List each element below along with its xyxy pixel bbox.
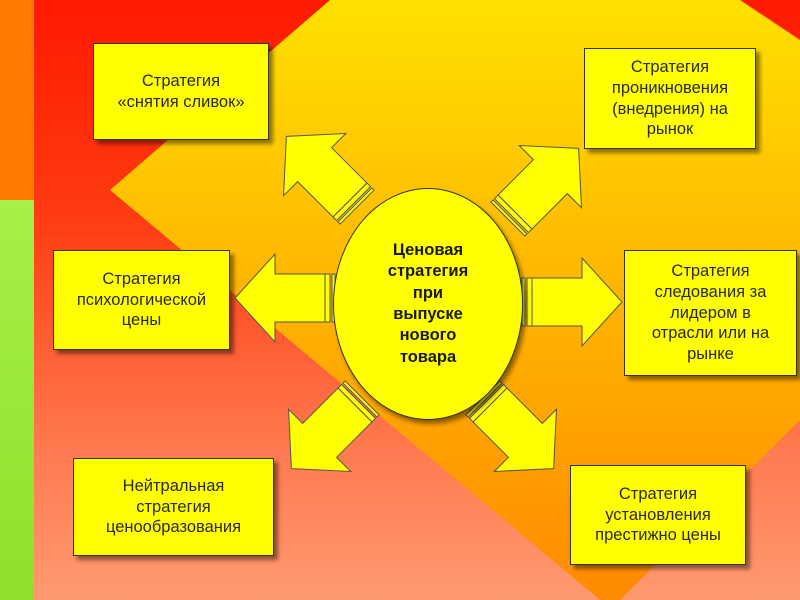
box-line: отрасли или на [651, 324, 770, 343]
box-line: Стратегия [630, 58, 710, 77]
box-line: стратегия [136, 497, 211, 516]
box-line: цены [121, 311, 162, 330]
box-line: ценообразования [105, 518, 242, 537]
box-line: рынок [646, 120, 694, 139]
box-line: Нейтральная [122, 477, 225, 496]
center-line: Ценовая [392, 240, 464, 259]
box-line: Стратегия [102, 270, 181, 289]
box-line: следования за [654, 283, 767, 302]
box-line: «снятия сливок» [117, 92, 245, 111]
box-line: установления [605, 505, 711, 524]
box-line: Стратегия [671, 262, 750, 281]
box-skimming-strategy: Стратегия «снятия сливок» [93, 43, 269, 140]
left-strip-orange [0, 0, 34, 200]
center-line: нового [399, 326, 457, 345]
box-line: (внедрения) на [612, 99, 728, 118]
center-line: выпуске [393, 305, 463, 323]
box-prestige-price-strategy: Стратегия установления престижно цены [570, 465, 746, 565]
center-line: стратегия [387, 262, 469, 281]
box-line: престижно цены [595, 526, 721, 545]
box-line: рынке [687, 344, 734, 363]
center-node-label: Ценовая стратегия при выпуске нового тов… [388, 240, 468, 369]
box-leader-following-strategy: Стратегия следования за лидером в отрасл… [624, 250, 797, 376]
box-line: психологической [76, 290, 207, 309]
box-psychological-price-strategy: Стратегия психологической цены [53, 250, 230, 350]
center-node: Ценовая стратегия при выпуске нового тов… [333, 188, 523, 420]
center-line: при [412, 283, 444, 302]
box-line: лидером в [670, 303, 751, 322]
box-line: проникновения [611, 78, 729, 97]
box-neutral-pricing-strategy: Нейтральная стратегия ценообразования [73, 458, 274, 556]
box-line: Стратегия [618, 485, 698, 504]
box-penetration-strategy: Стратегия проникновения (внедрения) на р… [584, 48, 756, 149]
center-line: товара [399, 347, 457, 366]
box-line: Стратегия [141, 71, 221, 90]
left-strip-green [0, 200, 34, 600]
